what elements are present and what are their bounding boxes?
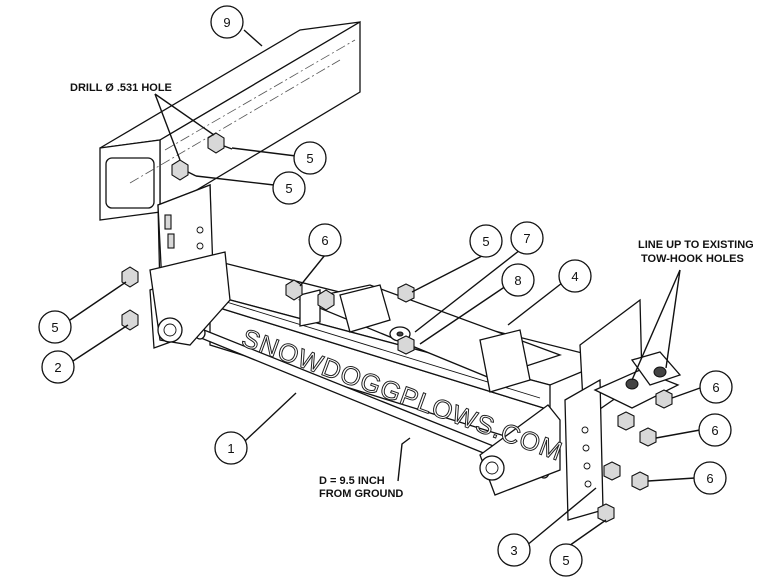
svg-text:1: 1 (227, 441, 234, 456)
svg-text:5: 5 (51, 320, 58, 335)
svg-text:6: 6 (712, 380, 719, 395)
hardware (121, 132, 673, 523)
upper-bracket (297, 284, 562, 393)
callout-5-left: 5 (38, 310, 72, 344)
right-side-plate (564, 298, 643, 521)
svg-text:6: 6 (711, 423, 718, 438)
svg-text:5: 5 (562, 553, 569, 568)
callout-2: 2 (41, 350, 75, 384)
svg-text:2: 2 (54, 360, 61, 375)
callout-6-top: 6 (308, 223, 342, 257)
callout-5-drill-upper: 5 (293, 141, 327, 175)
right-hitch-end (479, 404, 561, 496)
svg-text:5: 5 (285, 181, 292, 196)
svg-text:7: 7 (523, 231, 530, 246)
callout-6-right-upper: 6 (699, 370, 733, 404)
svg-text:5: 5 (482, 234, 489, 249)
callout-5-top: 5 (469, 224, 503, 258)
leader-lines (69, 29, 701, 549)
note-distance-line1: D = 9.5 INCH (319, 475, 385, 487)
callout-6-right-middle: 6 (698, 413, 732, 447)
callout-5-drill-lower: 5 (272, 171, 306, 205)
tow-hook-bracket (593, 351, 682, 409)
note-tow-hook-line1: LINE UP TO EXISTING (638, 239, 754, 251)
svg-text:3: 3 (510, 543, 517, 558)
svg-text:9: 9 (223, 15, 230, 30)
svg-text:5: 5 (306, 151, 313, 166)
left-hitch-end (149, 251, 231, 346)
note-tow-hook-line2: TOW-HOOK HOLES (641, 253, 744, 265)
callout-6-right-lower: 6 (693, 461, 727, 495)
svg-text:6: 6 (706, 471, 713, 486)
svg-text:8: 8 (514, 273, 521, 288)
note-distance-line2: FROM GROUND (319, 488, 403, 500)
callout-8: 8 (501, 263, 535, 297)
svg-text:4: 4 (571, 269, 578, 284)
callout-7: 7 (510, 221, 544, 255)
note-drill-hole: DRILL Ø .531 HOLE (70, 82, 172, 94)
frame-tube (99, 20, 361, 221)
callout-4: 4 (558, 259, 592, 293)
callout-3: 3 (497, 533, 531, 567)
callout-5-bottom: 5 (549, 543, 583, 577)
callout-9: 9 (210, 5, 244, 39)
svg-text:6: 6 (321, 233, 328, 248)
callout-1: 1 (214, 431, 248, 465)
